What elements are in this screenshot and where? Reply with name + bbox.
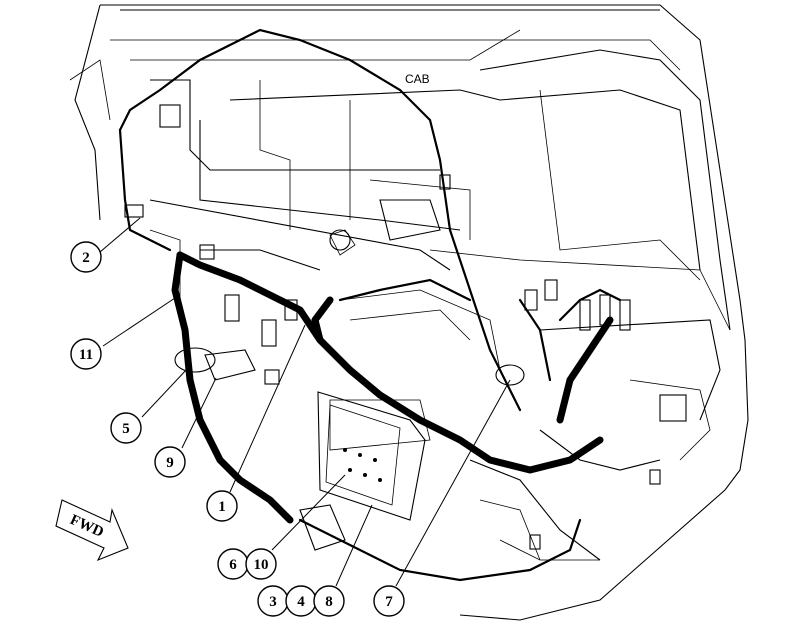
callout-6: 6 <box>217 548 249 580</box>
callout-7-label: 7 <box>385 594 393 610</box>
callout-4-label: 4 <box>297 594 305 610</box>
wiring-harness <box>118 28 622 582</box>
callout-3: 3 <box>257 585 289 617</box>
callout-8: 8 <box>313 585 345 617</box>
cab-label: CAB <box>405 72 430 86</box>
callout-3-label: 3 <box>269 594 277 610</box>
callout-11-label: 11 <box>79 347 93 363</box>
callout-2-label: 2 <box>82 250 90 266</box>
callout-4: 4 <box>285 585 317 617</box>
callout-2: 2 <box>70 241 102 273</box>
callout-9-label: 9 <box>166 455 174 471</box>
callout-6-label: 6 <box>229 557 237 573</box>
callout-1: 1 <box>206 490 238 522</box>
cab-frame <box>69 4 749 621</box>
fwd-arrow: FWD <box>55 499 129 562</box>
callout-11: 11 <box>70 338 102 370</box>
fwd-label: FWD <box>67 512 106 541</box>
callout-7: 7 <box>373 585 405 617</box>
callout-10: 10 <box>245 548 277 580</box>
callout-1-label: 1 <box>218 499 226 515</box>
control-module <box>317 391 426 521</box>
callout-9: 9 <box>154 446 186 478</box>
callout-8-label: 8 <box>325 594 333 610</box>
callout-5-label: 5 <box>122 421 130 437</box>
callout-10-label: 10 <box>254 557 269 573</box>
connectors <box>124 104 687 551</box>
leader-lines <box>99 217 511 587</box>
callout-5: 5 <box>110 412 142 444</box>
